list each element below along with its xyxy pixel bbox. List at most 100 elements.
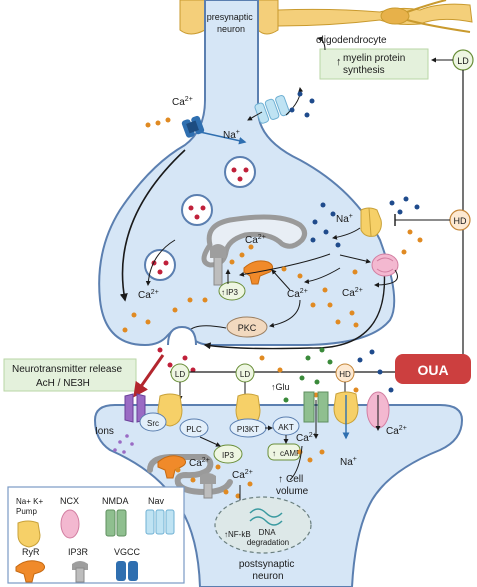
ions-dots	[113, 434, 134, 454]
legend-ncx-label: NCX	[60, 496, 79, 506]
oligodendrocyte-label: oligodendrocyte	[316, 35, 387, 46]
ca-dot	[239, 252, 245, 258]
plc-badge: PLC	[179, 418, 209, 438]
ca-to-pkc-arrow	[269, 299, 301, 328]
ryr-post	[157, 455, 187, 479]
ip3-pre-label: IP3	[226, 288, 239, 297]
na-top-label: Na+	[223, 129, 240, 141]
vgcc-top-arrow	[199, 131, 247, 145]
legend-ip3r-label: IP3R	[68, 547, 89, 557]
nfkb-label: ↑NF-kB	[224, 530, 251, 539]
ncx-arrow-in	[339, 254, 371, 264]
myelin-arrow-up: ↑	[336, 56, 342, 68]
ca2-mid-label: Ca2+	[287, 288, 308, 300]
postsynaptic-neuron	[93, 404, 464, 587]
ip3r-pre	[210, 244, 226, 286]
oligodendrocyte-shape	[179, 0, 473, 35]
camp-badge: ↑ cAMP	[267, 443, 301, 461]
oua-box: OUA	[395, 354, 471, 384]
pkc-label: PKC	[238, 323, 257, 333]
oua-label: OUA	[417, 362, 448, 378]
nav-channel-top	[254, 95, 290, 124]
nt-dot	[182, 355, 188, 361]
vesicles	[144, 156, 256, 281]
vesicle-arrow-left	[119, 149, 186, 302]
nt-dot	[190, 367, 196, 373]
nak-pump-pre	[360, 207, 382, 237]
na-dot	[297, 91, 303, 97]
cell-volume-label: ↑Cell volume	[276, 474, 309, 497]
glu-dots	[259, 347, 394, 403]
legend-vgcc-label: VGCC	[114, 547, 141, 557]
camp-label: cAMP	[280, 449, 301, 458]
ip3r-post	[200, 473, 216, 499]
ca2-left-label: Ca2+	[138, 289, 159, 301]
ip3-pre-arrow-up: ↑	[221, 288, 225, 297]
ion-dots-right-pre	[122, 196, 423, 333]
na-post-label: Na+	[340, 456, 357, 468]
akt-badge: AKT	[272, 416, 300, 436]
nav-top-arrow2	[247, 111, 263, 121]
na-dot	[304, 112, 310, 118]
legend-ryr-icon	[15, 560, 46, 583]
ncx-pre	[371, 253, 399, 277]
ca2-post4-label: Ca2+	[386, 425, 407, 437]
nmda-post	[303, 391, 329, 423]
dna-icon	[249, 508, 283, 526]
akt-label: AKT	[278, 423, 294, 432]
legend-ncx-icon	[60, 509, 80, 539]
big-loop-arrow	[203, 257, 386, 350]
released-vesicle	[167, 325, 197, 346]
dna-label: DNA degradation	[247, 528, 289, 547]
ncx-arrow-out	[374, 269, 398, 288]
ld-badge-2: LD	[235, 363, 255, 383]
vgcc-channel-top	[181, 115, 205, 138]
na-mid-label: Na+	[336, 213, 353, 225]
legend-nav-label: Nav	[148, 496, 165, 506]
nt-dot	[167, 362, 173, 368]
ca2-post3-label: Ca2+	[296, 432, 317, 444]
legend-nav-icon	[145, 509, 175, 535]
nt-dot	[157, 347, 163, 353]
myelin-label: myelin protein synthesis	[343, 53, 408, 76]
src-badge: Src	[139, 412, 167, 432]
na-dot	[289, 107, 295, 113]
ld-badge-2-label: LD	[240, 370, 250, 379]
glu-label: ↑Glu	[271, 382, 290, 392]
ca-right-arrow	[289, 445, 303, 481]
legend-box: Na+ K+ Pump NCX NMDA Nav RyR IP3R VGCC	[7, 486, 185, 584]
ca-dot	[248, 244, 254, 250]
na-dot	[309, 98, 315, 104]
hd-badge-2: HD	[335, 363, 355, 383]
ca2-right-label: Ca2+	[342, 287, 363, 299]
pi3kt-label: PI3KT	[237, 425, 259, 434]
legend-nmda-icon	[105, 509, 127, 537]
cell-volume-arrow: ↑	[278, 474, 283, 485]
pi3kt-badge: PI3KT	[229, 418, 267, 438]
pkc-badge: PKC	[226, 316, 268, 338]
legend-vgcc-icon	[116, 561, 138, 581]
neurotransmitter-label-line1: Neurotransmitter release	[12, 364, 122, 375]
ip3-post-label: IP3	[222, 451, 235, 460]
ca2-post1-label: Ca2+	[189, 457, 210, 469]
ca-dot	[145, 122, 151, 128]
myelin-arrow	[317, 36, 326, 51]
camp-arrow-up: ↑	[272, 449, 276, 458]
hd-badge-right: HD	[449, 209, 471, 231]
legend-ip3r-icon	[72, 561, 88, 583]
src-label: Src	[147, 419, 159, 428]
ip3-post-badge: IP3	[213, 444, 243, 464]
ca2-top-label: Ca2+	[172, 96, 193, 108]
ca-to-ryr-arrow	[271, 269, 291, 291]
ld-badge-1: LD	[170, 363, 190, 383]
ld-badge-1-label: LD	[175, 370, 185, 379]
ca2-post2-label: Ca2+	[232, 469, 253, 481]
release-arrow	[133, 354, 165, 398]
legend-nmda-label: NMDA	[102, 496, 129, 506]
na-to-ca-arrow	[304, 267, 341, 284]
nucleus: DNA degradation ↑NF-kB	[214, 496, 312, 554]
ryr-pre	[243, 260, 274, 285]
hd-badge-right-label: HD	[454, 216, 467, 226]
glu-arrow-up: ↑	[271, 382, 276, 392]
